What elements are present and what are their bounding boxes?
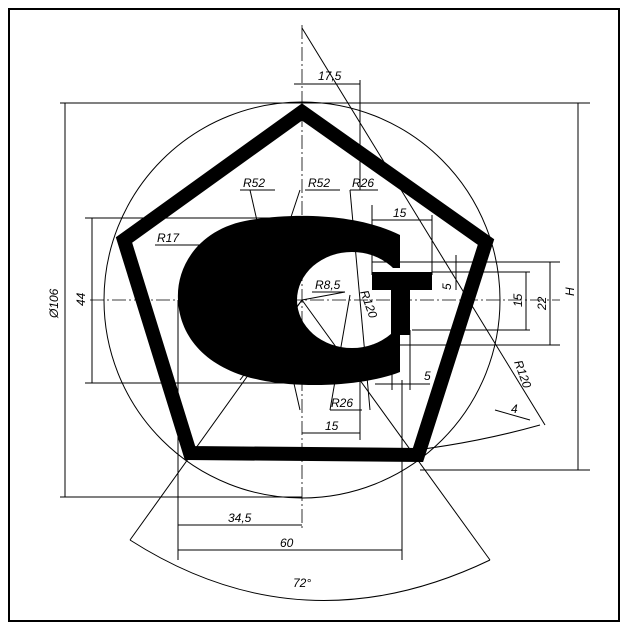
label-diameter: Ø106	[47, 288, 61, 319]
label-band-4: 4	[511, 402, 518, 416]
label-t-width: 15	[393, 206, 407, 220]
pentagon-band	[115, 103, 495, 463]
label-bottom-15: 15	[325, 419, 339, 433]
dimension-lines	[60, 27, 590, 601]
drawing-frame	[8, 8, 620, 622]
label-r52-left: R52	[243, 176, 265, 190]
label-angle-72: 72°	[293, 576, 311, 590]
label-r26-bottom: R26	[331, 396, 353, 410]
label-t-height: 15	[511, 293, 525, 307]
label-dim-22: 22	[535, 296, 549, 311]
label-r17: R17	[157, 231, 180, 245]
label-dim-34-5: 34,5	[228, 511, 252, 525]
t-emblem	[372, 272, 432, 335]
label-height-44: 44	[74, 292, 88, 306]
label-top-width: 17,5	[318, 69, 342, 83]
label-r26-top: R26	[352, 176, 374, 190]
label-dim-60: 60	[280, 536, 294, 550]
label-t-thick: 5	[440, 283, 454, 290]
label-r52-right: R52	[308, 176, 330, 190]
label-dim-h: H	[563, 287, 577, 296]
label-r8-5: R8,5	[315, 278, 341, 292]
label-stem-5: 5	[424, 369, 431, 383]
c-emblem	[177, 215, 412, 386]
label-r120-outer: R120	[511, 358, 534, 390]
